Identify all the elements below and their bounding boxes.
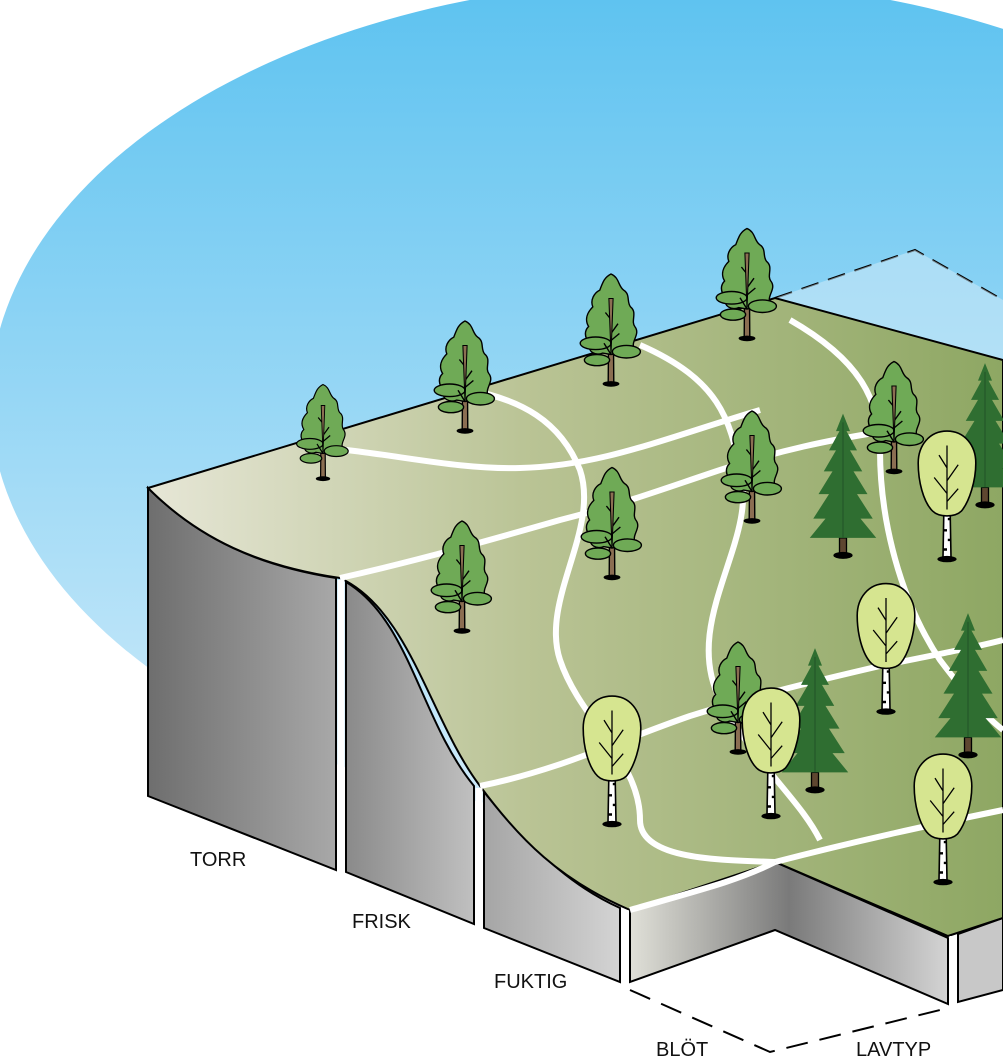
zone-label-frisk: FRISK: [352, 911, 412, 933]
side-face-frisk: [345, 580, 475, 926]
zone-label-torr: TORR: [190, 849, 246, 871]
side-dividers: [337, 580, 957, 1004]
zone-label-blot: BLÖT: [656, 1039, 708, 1061]
plot-bottom-dashed-edge: [629, 989, 941, 1054]
ground-surface: [146, 296, 1003, 938]
zone-label-fuktig: FUKTIG: [494, 971, 567, 993]
plot-back-area: [775, 250, 1003, 360]
zone-label-lavtyp: LAVTYP: [856, 1039, 931, 1061]
